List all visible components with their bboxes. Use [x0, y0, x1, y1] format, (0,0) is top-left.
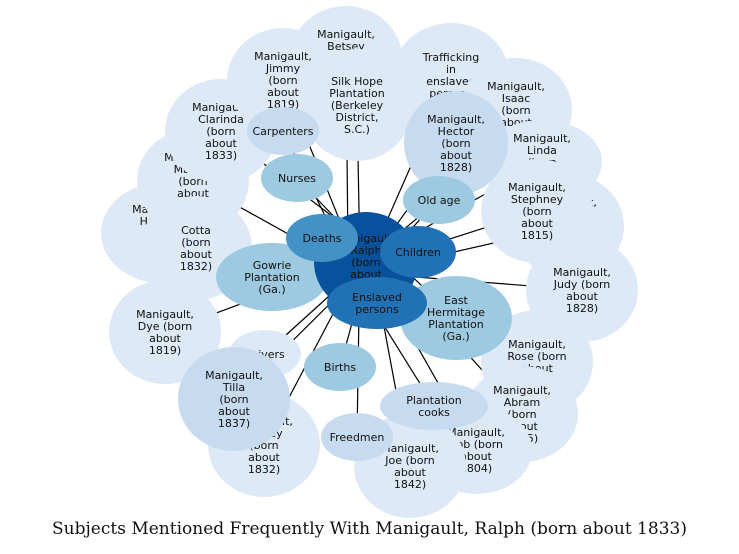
node-label: Births [324, 361, 356, 374]
node-bubble[interactable] [403, 176, 475, 224]
node-bubble[interactable] [261, 154, 333, 202]
node-children[interactable]: Children [380, 226, 456, 278]
node-bubble[interactable] [321, 413, 393, 461]
node-bubble[interactable] [327, 277, 427, 329]
node-bubble[interactable] [304, 343, 376, 391]
node-bubble[interactable] [380, 382, 488, 430]
node-bubble[interactable] [400, 276, 512, 360]
node-births[interactable]: Births [304, 343, 376, 391]
node-bubble[interactable] [404, 91, 508, 195]
node-freedmen[interactable]: Freedmen [321, 413, 393, 461]
node-bubble[interactable] [286, 214, 358, 262]
node-label: Old age [418, 194, 461, 207]
node-bubble[interactable] [109, 280, 221, 384]
node-nurses[interactable]: Nurses [261, 154, 333, 202]
diagram-caption: Subjects Mentioned Frequently With Manig… [52, 519, 687, 539]
node-deaths[interactable]: Deaths [286, 214, 358, 262]
node-bubble[interactable] [178, 347, 290, 451]
node-bubble[interactable] [301, 49, 413, 161]
node-bubble[interactable] [481, 159, 593, 263]
node-carpenters[interactable]: Carpenters [247, 107, 319, 155]
node-label: Freedmen [330, 431, 385, 444]
node-bubble[interactable] [247, 107, 319, 155]
node-bubble[interactable] [380, 226, 456, 278]
node-group: Manigault,Betsey(bornabout1833)Trafficki… [101, 6, 638, 518]
node-bubble[interactable] [216, 243, 328, 311]
node-label: Children [395, 246, 441, 259]
node-label: Nurses [278, 172, 316, 185]
node-label: Carpenters [253, 125, 314, 138]
node-label: Deaths [303, 232, 342, 245]
node-old-age[interactable]: Old age [403, 176, 475, 224]
